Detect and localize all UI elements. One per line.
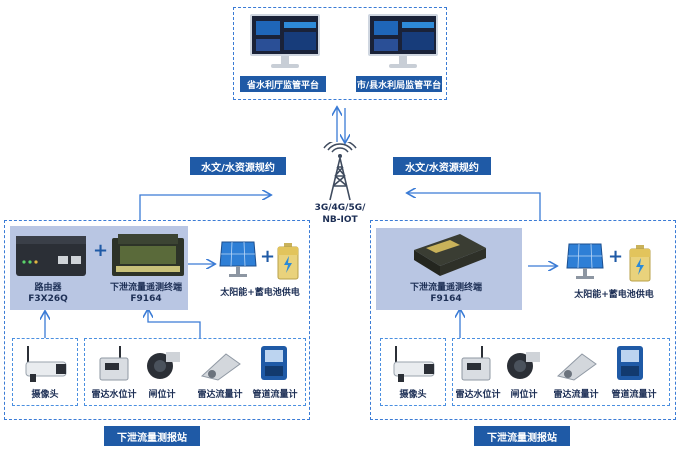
left-sensor-label-1: 雷达水位计 <box>91 390 137 400</box>
left-protocol-label: 水文/水资源规约 <box>190 157 286 175</box>
right-terminal-label-1: 下泄流量遥测终端 <box>409 283 482 293</box>
right-gate-meter-icon <box>507 352 540 379</box>
left-terminal-label-1: 下泄流量遥测终端 <box>109 283 182 293</box>
left-gate-meter-icon <box>147 352 180 379</box>
right-solar-panel-icon <box>566 243 604 279</box>
network-label-line2: NB-IOT <box>322 215 358 225</box>
right-battery-icon <box>629 245 651 282</box>
city-monitor-icon <box>368 14 438 70</box>
network-label-line1: 3G/4G/5G/ <box>314 203 366 213</box>
telemetry-terminal-icon <box>112 234 184 276</box>
router-icon <box>16 236 86 276</box>
right-sensor-label-4: 管道流量计 <box>611 390 657 400</box>
right-radar-level-icon <box>461 346 491 381</box>
left-radar-level-icon <box>99 346 129 381</box>
battery-icon <box>277 243 299 280</box>
left-pipe-flow-icon <box>261 346 287 380</box>
right-radar-flow-icon <box>556 353 597 381</box>
platform-group <box>233 7 447 100</box>
left-terminal-label-2: F9164 <box>130 294 162 304</box>
right-telemetry-terminal-icon <box>414 234 486 276</box>
left-plus-1: + <box>93 240 109 261</box>
right-sensor-label-0: 摄像头 <box>399 390 427 400</box>
left-camera-box <box>12 338 78 406</box>
router-label-2: F3X26Q <box>28 294 68 304</box>
right-camera-icon <box>393 346 435 382</box>
left-station-group <box>4 220 310 420</box>
right-protocol-label: 水文/水资源规约 <box>393 157 491 175</box>
right-power-label: 太阳能+蓄电池供电 <box>574 290 654 300</box>
left-sensor-label-3: 雷达流量计 <box>197 390 243 400</box>
right-plus: + <box>608 246 624 267</box>
left-power-label: 太阳能+蓄电池供电 <box>220 288 300 298</box>
provincial-monitor-icon <box>250 14 320 70</box>
right-sensors-box <box>452 338 670 406</box>
left-camera-icon <box>25 346 67 382</box>
router-label-1: 路由器 <box>34 283 62 293</box>
left-sensor-label-0: 摄像头 <box>31 390 59 400</box>
left-sensor-label-4: 管道流量计 <box>252 390 298 400</box>
right-pipe-flow-icon <box>617 346 643 380</box>
city-platform-label: 市/县水利局监管平台 <box>356 76 442 92</box>
right-sensor-label-1: 雷达水位计 <box>455 390 501 400</box>
right-station-group <box>370 220 676 420</box>
left-sensor-label-2: 闸位计 <box>148 390 176 400</box>
right-terminal-label-2: F9164 <box>430 294 462 304</box>
left-station-footer: 下泄流量测报站 <box>104 426 200 446</box>
right-camera-box <box>380 338 446 406</box>
signal-tower-icon <box>323 142 357 201</box>
right-sensor-label-2: 闸位计 <box>510 390 538 400</box>
solar-panel-icon <box>219 241 257 277</box>
provincial-platform-label: 省水利厅监管平台 <box>240 76 326 92</box>
left-plus-2: + <box>260 246 276 267</box>
left-radar-flow-icon <box>200 353 241 381</box>
right-station-footer: 下泄流量测报站 <box>474 426 570 446</box>
left-sensors-box <box>84 338 306 406</box>
right-sensor-label-3: 雷达流量计 <box>553 390 599 400</box>
